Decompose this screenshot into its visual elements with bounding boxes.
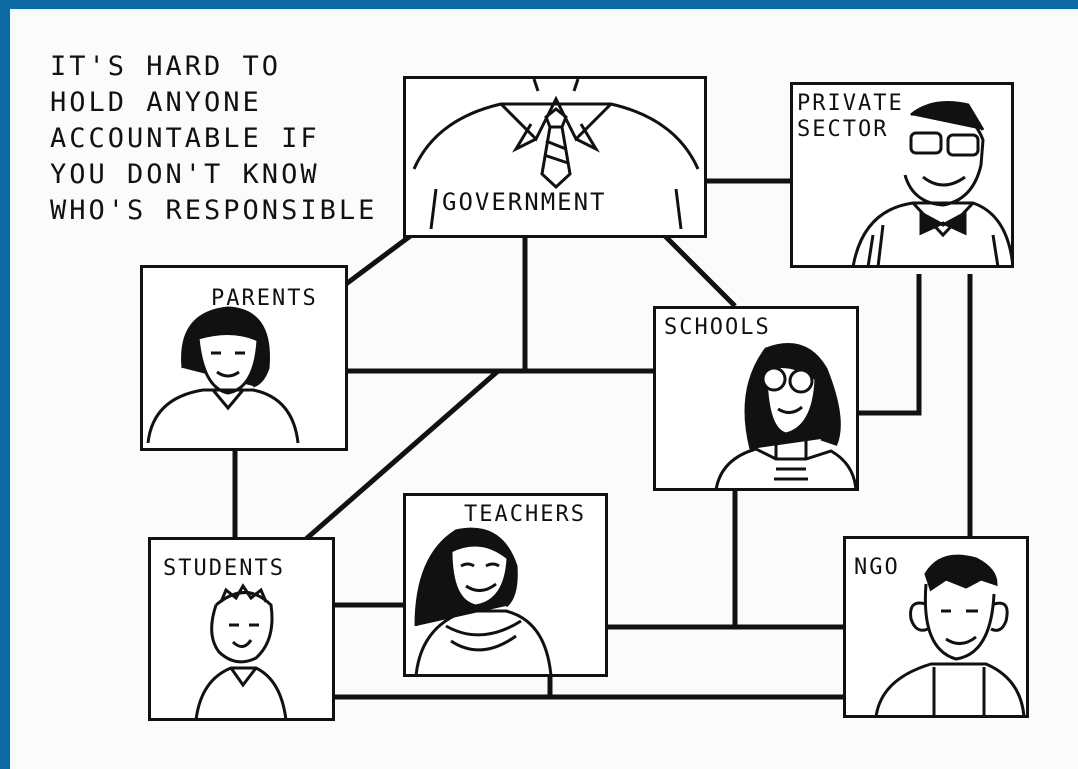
school-figure-icon [714, 343, 856, 488]
government-box: GOVERNMENT [403, 76, 707, 238]
student-figure-icon [194, 583, 288, 718]
connection-lines [232, 178, 973, 700]
parents-box: PARENTS [140, 265, 348, 451]
ngo-worker-figure-icon [874, 554, 1026, 715]
comic-panel: IT'S HARD TO HOLD ANYONE ACCOUNTABLE IF … [10, 9, 1078, 769]
ngo-box: NGO [843, 536, 1029, 718]
teachers-box: TEACHERS [403, 493, 608, 677]
government-figure-icon [412, 79, 700, 230]
students-label: STUDENTS [163, 556, 285, 581]
private-sector-box: PRIVATE SECTOR [790, 82, 1014, 268]
parents-label: PARENTS [211, 286, 318, 311]
private-sector-label: PRIVATE SECTOR [797, 91, 904, 142]
caption-text: IT'S HARD TO HOLD ANYONE ACCOUNTABLE IF … [50, 51, 378, 226]
schools-box: SCHOOLS [653, 306, 859, 491]
schools-label: SCHOOLS [664, 315, 771, 340]
businessman-figure-icon [851, 101, 1011, 265]
students-box: STUDENTS [148, 537, 335, 721]
teachers-label: TEACHERS [464, 502, 586, 527]
teacher-figure-icon [414, 527, 553, 674]
ngo-label: NGO [854, 555, 900, 580]
government-label: GOVERNMENT [442, 188, 607, 216]
parent-figure-icon [146, 306, 300, 444]
